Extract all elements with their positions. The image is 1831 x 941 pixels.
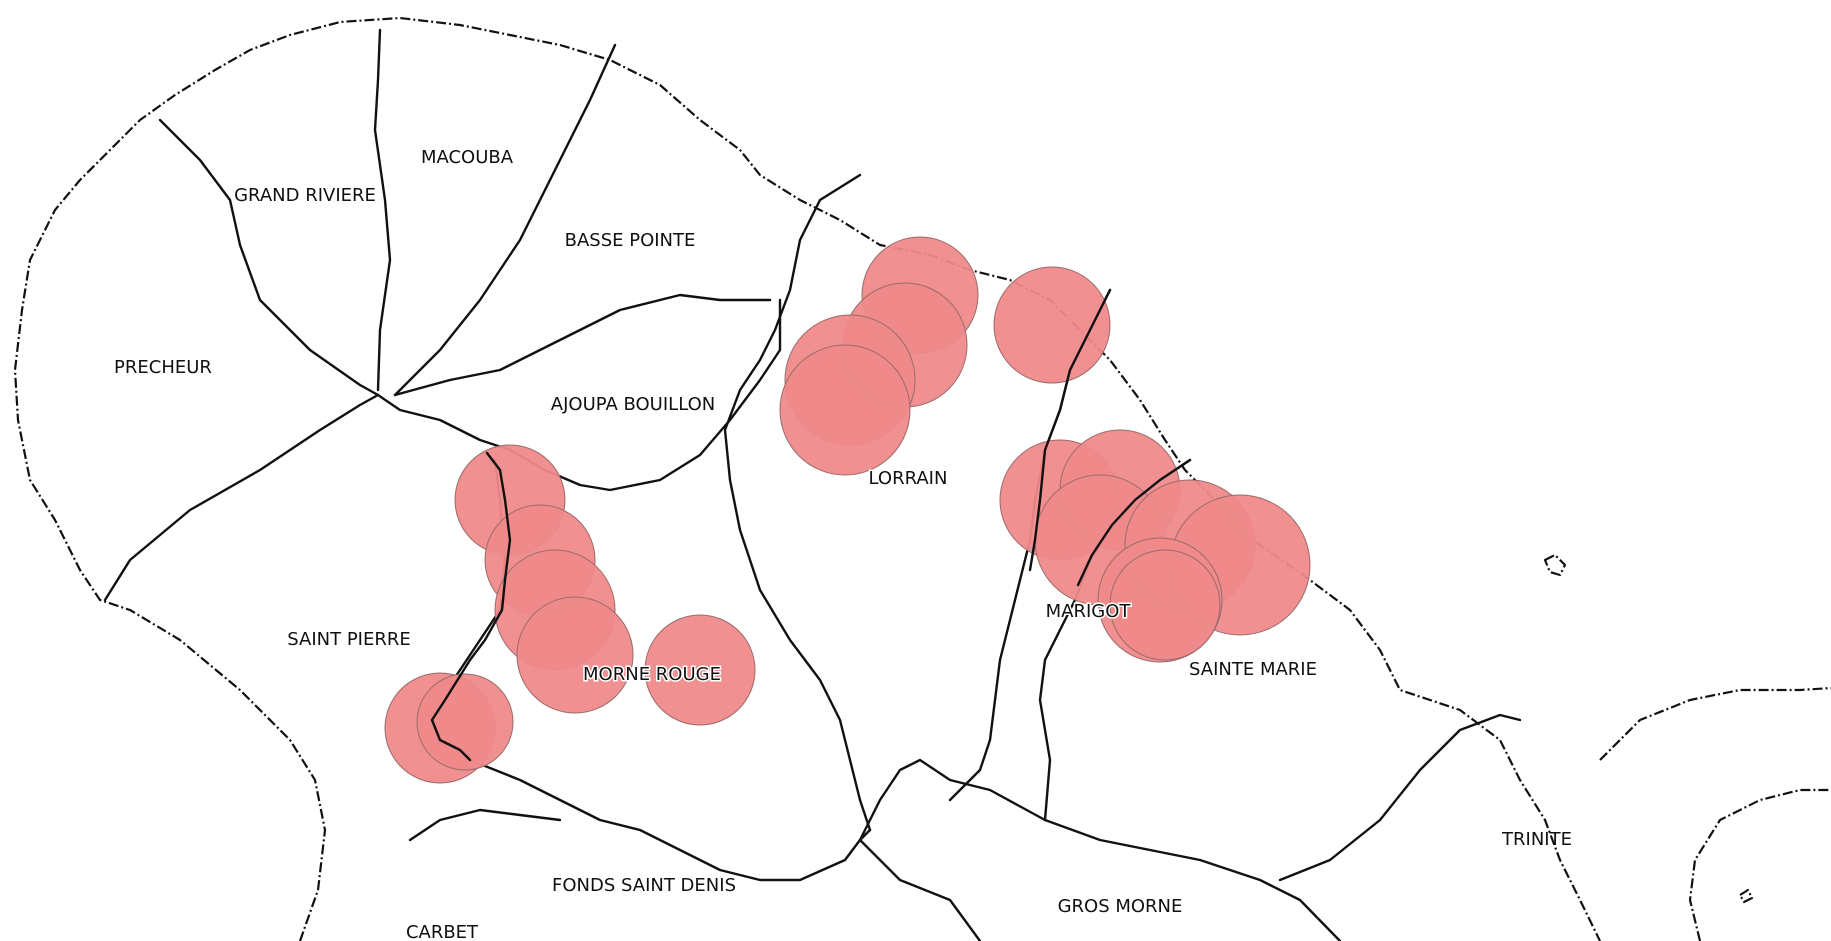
label-carbet: CARBET (406, 922, 479, 941)
boundaries-over-buffers (430, 288, 1192, 762)
label-sainte-marie: SAINTE MARIE (1189, 659, 1317, 680)
label-trinite: TRINITE (1501, 829, 1572, 850)
buffer-circle (644, 614, 756, 726)
label-macouba: MACOUBA (421, 147, 514, 168)
label-marigot: MARIGOT (1046, 601, 1132, 622)
label-fonds-saint-denis: FONDS SAINT DENIS (552, 875, 736, 896)
buffer-zones (384, 236, 1311, 784)
buffer-circle (779, 344, 911, 476)
buffer-circle (416, 673, 514, 771)
label-grand-riviere: GRAND RIVIERE (234, 185, 376, 206)
coastline (13, 16, 1831, 941)
label-gros-morne: GROS MORNE (1058, 896, 1183, 917)
buffer-circle (993, 266, 1111, 384)
commune-boundaries (103, 28, 1522, 941)
label-precheur: PRECHEUR (114, 357, 212, 378)
buffer-circle (516, 596, 634, 714)
label-ajoupa-bouillon: AJOUPA BOUILLON (551, 394, 715, 415)
buffer-circle (1109, 549, 1221, 661)
label-saint-pierre: SAINT PIERRE (287, 629, 411, 650)
label-lorrain: LORRAIN (869, 468, 948, 489)
commune-labels: MACOUBA GRAND RIVIERE BASSE POINTE PRECH… (114, 147, 1572, 941)
label-basse-pointe: BASSE POINTE (565, 230, 696, 251)
label-morne-rouge: MORNE ROUGE (583, 664, 721, 685)
